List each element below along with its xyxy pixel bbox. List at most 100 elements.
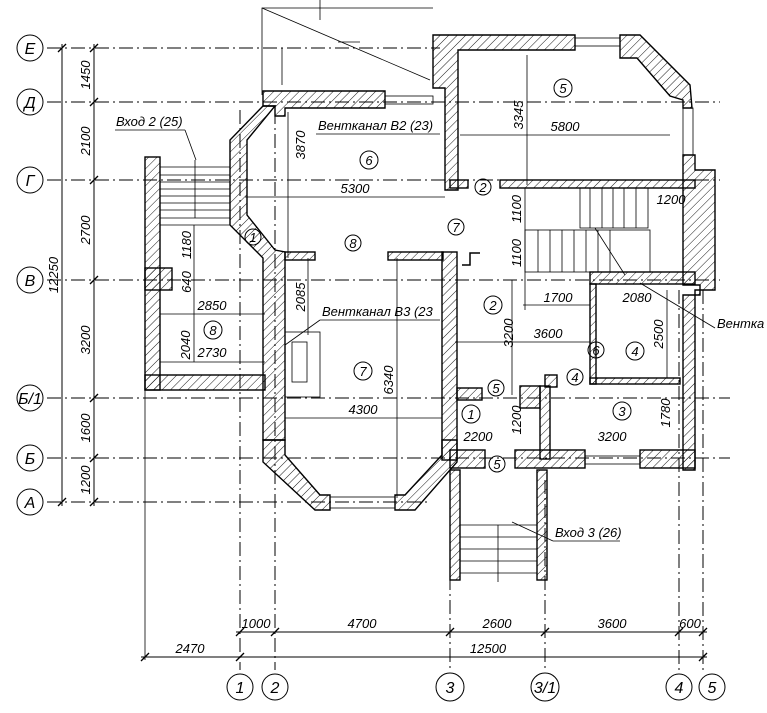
svg-text:3200: 3200 (598, 429, 628, 444)
svg-text:Б: Б (25, 451, 35, 468)
svg-text:3600: 3600 (598, 616, 628, 631)
svg-text:1: 1 (236, 680, 245, 697)
svg-text:2700: 2700 (78, 215, 93, 246)
svg-text:1780: 1780 (658, 398, 673, 428)
axis-bubble-3: 3 (435, 672, 465, 702)
svg-text:6: 6 (365, 153, 373, 168)
svg-text:2850: 2850 (197, 298, 228, 313)
svg-text:3/1: 3/1 (534, 680, 556, 697)
svg-text:12250: 12250 (46, 256, 61, 293)
svg-text:2: 2 (478, 180, 487, 195)
axis-bubble-D: Д (16, 88, 44, 116)
axis-bubble-E: Е (16, 34, 44, 62)
svg-text:2100: 2100 (78, 126, 93, 157)
svg-text:Д: Д (22, 95, 35, 112)
svg-text:8: 8 (209, 323, 217, 338)
room-marker: 6 (359, 150, 379, 170)
svg-text:1200: 1200 (657, 192, 687, 207)
svg-text:4: 4 (675, 680, 684, 697)
svg-text:1700: 1700 (544, 290, 574, 305)
svg-text:2500: 2500 (651, 319, 666, 350)
svg-text:2730: 2730 (197, 345, 228, 360)
room-marker: 1 (461, 404, 481, 424)
room-marker: 5 (488, 455, 506, 473)
bottom-dimension-chain: 1000 4700 2600 3600 600 2470 12500 (140, 390, 708, 662)
svg-text:6340: 6340 (381, 365, 396, 395)
svg-text:8: 8 (349, 236, 357, 251)
room-markers: 6 5 2 7 8 1 2 6 4 4 5 1 3 5 7 8 (203, 78, 645, 473)
svg-text:600: 600 (679, 616, 701, 631)
svg-text:1180: 1180 (179, 230, 194, 259)
svg-text:Вентканал В2 (23): Вентканал В2 (23) (318, 118, 433, 133)
svg-text:3200: 3200 (78, 325, 93, 355)
svg-text:2600: 2600 (482, 616, 513, 631)
room-marker: 7 (447, 218, 465, 236)
svg-text:1100: 1100 (509, 194, 524, 223)
leader-labels: Вход 2 (25) Вентканал В2 (23) Вентканал … (115, 114, 764, 542)
svg-text:5: 5 (493, 457, 501, 472)
svg-text:3600: 3600 (534, 326, 564, 341)
svg-text:2: 2 (488, 298, 497, 313)
svg-text:2470: 2470 (175, 641, 206, 656)
svg-text:3: 3 (618, 404, 626, 419)
walls (144, 0, 716, 581)
room-marker: 5 (553, 78, 573, 98)
room-marker: 4 (625, 341, 645, 361)
stairs (160, 160, 651, 582)
room-marker: 5 (487, 379, 505, 397)
left-dimension-chain: 12250 1450 2100 2700 3200 1600 1200 (46, 43, 99, 507)
room-marker: 1 (244, 228, 262, 246)
svg-text:3200: 3200 (501, 318, 516, 348)
room-marker: 4 (566, 368, 584, 386)
axis-bubble-3-1: 3/1 (530, 672, 560, 702)
svg-text:1200: 1200 (78, 465, 93, 495)
svg-text:1450: 1450 (78, 60, 93, 90)
svg-text:1200: 1200 (509, 405, 524, 435)
svg-text:Вход 3 (26): Вход 3 (26) (555, 525, 622, 540)
svg-text:А: А (24, 495, 36, 512)
svg-text:2: 2 (270, 680, 280, 697)
svg-text:5800: 5800 (551, 119, 581, 134)
inner-dimension-lines (160, 55, 670, 498)
svg-text:Б/1: Б/1 (18, 391, 42, 408)
svg-text:5: 5 (492, 381, 500, 396)
svg-text:4700: 4700 (348, 616, 378, 631)
axis-bubble-B: Б (16, 444, 44, 472)
room-marker: 2 (483, 295, 503, 315)
svg-text:Вход 2 (25): Вход 2 (25) (116, 114, 183, 129)
svg-text:4: 4 (631, 344, 638, 359)
axis-bubble-G: Г (16, 166, 44, 194)
axis-bubble-2: 2 (261, 673, 289, 701)
svg-text:4300: 4300 (349, 402, 379, 417)
room-marker: 3 (612, 401, 632, 421)
svg-text:2080: 2080 (622, 290, 653, 305)
svg-text:5: 5 (708, 680, 717, 697)
svg-text:3870: 3870 (293, 130, 308, 160)
svg-text:5300: 5300 (341, 181, 371, 196)
svg-text:2085: 2085 (293, 282, 308, 313)
svg-text:1600: 1600 (78, 413, 93, 443)
svg-text:640: 640 (179, 270, 194, 292)
room-marker: 2 (474, 178, 492, 196)
svg-text:1000: 1000 (242, 616, 272, 631)
axis-bubble-4: 4 (665, 673, 693, 701)
room-marker: 7 (353, 361, 373, 381)
svg-text:1: 1 (249, 230, 256, 245)
svg-text:5: 5 (559, 81, 567, 96)
svg-text:7: 7 (359, 364, 367, 379)
axis-bubble-1: 1 (226, 673, 254, 701)
svg-text:Вентканал В3 (23: Вентканал В3 (23 (322, 304, 434, 319)
svg-text:Г: Г (26, 173, 36, 190)
svg-text:6: 6 (592, 343, 600, 358)
svg-text:2040: 2040 (178, 330, 193, 361)
svg-text:3345: 3345 (511, 100, 526, 130)
room-marker: 8 (344, 234, 362, 252)
svg-text:3: 3 (446, 680, 455, 697)
axis-bubble-A: А (16, 488, 44, 516)
svg-text:2200: 2200 (463, 429, 494, 444)
axis-bubble-B1: Б/1 (16, 384, 44, 412)
svg-text:7: 7 (452, 220, 460, 235)
svg-text:1: 1 (467, 407, 474, 422)
inner-dimensions: 3870 5300 5800 3345 1100 1100 1200 1700 … (178, 100, 686, 444)
svg-text:4: 4 (571, 370, 578, 385)
